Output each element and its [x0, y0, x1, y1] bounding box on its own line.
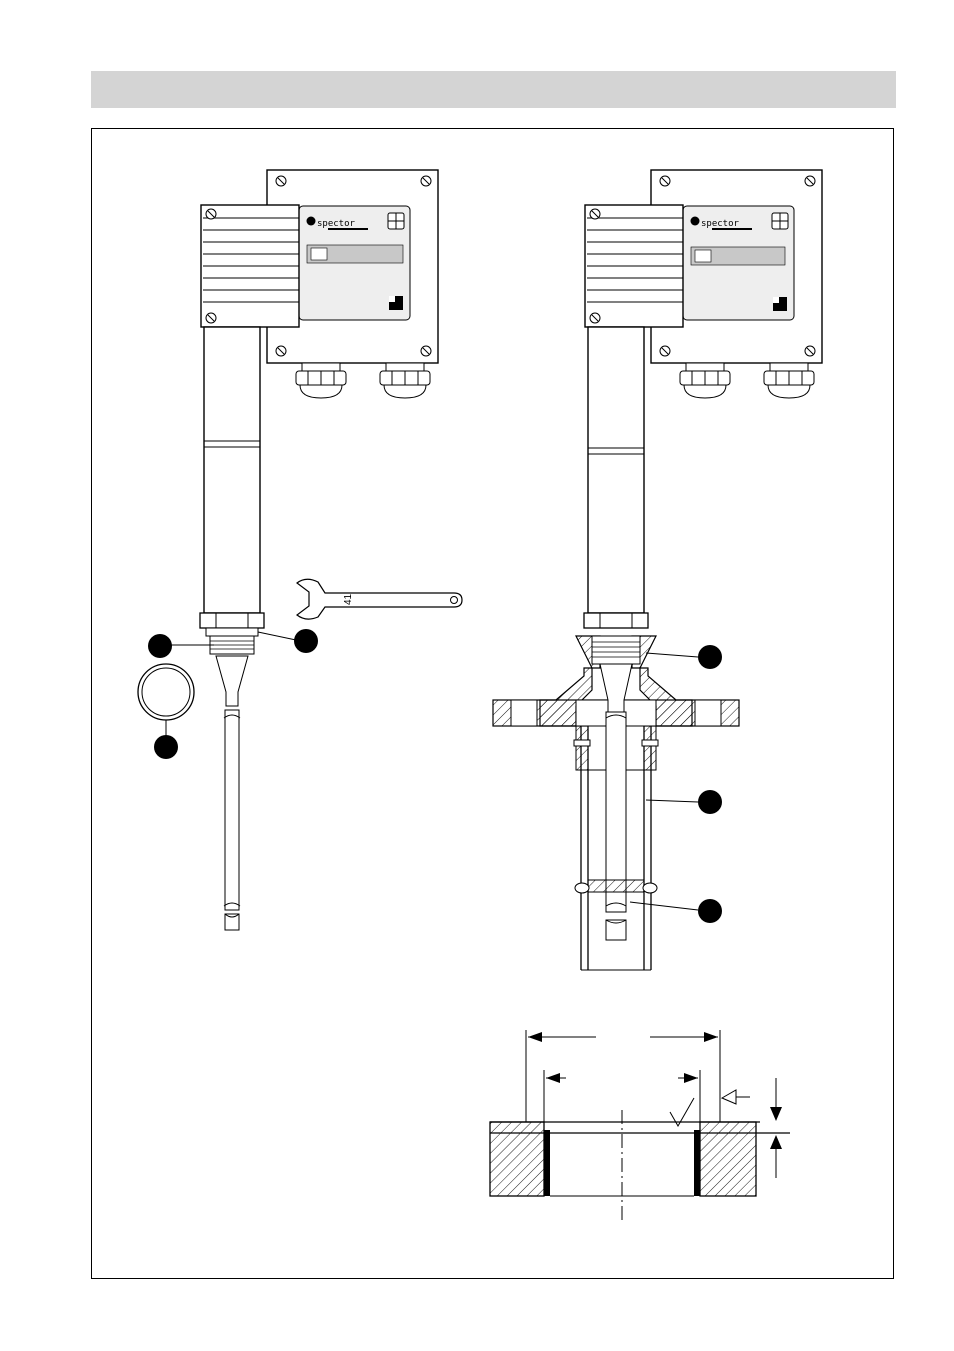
label-bar: [690, 246, 786, 266]
surface-finish-icon: [669, 1097, 695, 1128]
probe-rod: [224, 709, 240, 911]
wrench-icon: 41: [296, 578, 463, 620]
housing-screw: [659, 175, 816, 357]
extension-tube: [203, 326, 261, 614]
callout-marker: [698, 790, 722, 814]
left-sensor-assembly: spector: [137, 169, 463, 931]
callout-marker: [698, 645, 722, 669]
hex-nut: [199, 612, 265, 629]
figure-frame: [91, 128, 894, 1279]
callout-leader: [257, 631, 297, 641]
housing-screw: [275, 175, 432, 357]
seal-ring: [137, 663, 195, 721]
extension-tube: [587, 326, 645, 614]
callout-marker: [698, 899, 722, 923]
callout-leader: [645, 652, 699, 658]
probe-cone: [215, 655, 249, 707]
right-sensor-assembly: spector: [492, 169, 823, 971]
weld-seam: [544, 1130, 550, 1196]
callout-marker: [294, 629, 318, 653]
brand-underline: [328, 228, 368, 230]
weld-socket-section: [489, 1030, 790, 1222]
process-thread: [591, 635, 641, 665]
callout-marker: [154, 735, 178, 759]
brand-label: spector: [701, 219, 740, 229]
label-bar: [306, 244, 404, 264]
hex-nut: [583, 612, 649, 629]
cooling-fins: [587, 217, 683, 303]
vessel-wall-left: [489, 1121, 545, 1197]
probe-tip: [224, 913, 240, 931]
brand-label: spector: [317, 219, 356, 229]
cooling-fins: [203, 217, 299, 303]
display-window: [694, 249, 712, 263]
display-window: [310, 247, 328, 261]
probe-tip: [605, 919, 627, 941]
brand-logo-icon: [306, 216, 316, 226]
surface-finish-icon: [720, 1089, 737, 1105]
brand-logo-icon: [690, 216, 700, 226]
probe-rod: [605, 711, 627, 913]
cable-gland: [679, 362, 815, 399]
callout-leader: [645, 799, 699, 803]
callout-marker: [148, 634, 172, 658]
centering-spacer: [587, 879, 645, 893]
header-band: [91, 71, 896, 108]
wrench-size-label: 41: [343, 593, 354, 605]
cable-gland: [295, 362, 431, 399]
callout-leader: [629, 901, 699, 911]
vessel-wall-right: [699, 1121, 757, 1197]
weld-seam: [694, 1130, 700, 1196]
